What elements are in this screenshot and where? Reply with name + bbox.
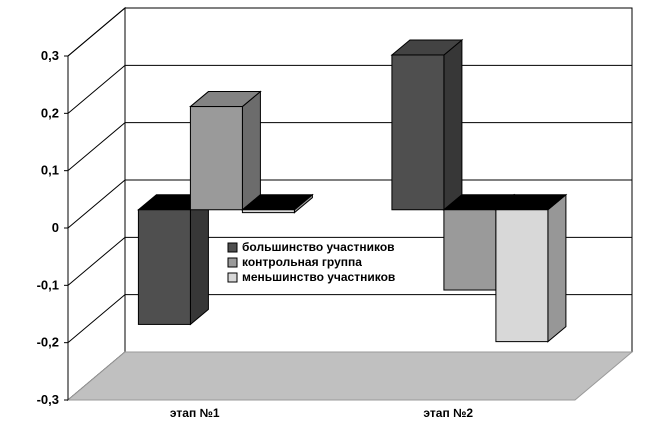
bar bbox=[137, 209, 191, 325]
floor bbox=[66, 351, 634, 401]
x-category-label: этап №1 bbox=[170, 406, 220, 420]
gridline-side bbox=[67, 7, 126, 57]
legend-swatch bbox=[227, 242, 238, 253]
gridline-side bbox=[67, 236, 126, 286]
y-tick-label: 0,2 bbox=[41, 105, 59, 120]
legend-label: контрольная группа bbox=[242, 255, 362, 269]
gridline-side bbox=[67, 122, 126, 172]
legend-label: меньшинство участников bbox=[242, 270, 395, 284]
y-tick-label: 0 bbox=[52, 220, 59, 235]
y-tick-label: -0,1 bbox=[37, 277, 59, 292]
gridline-side bbox=[67, 294, 126, 344]
gridline-side bbox=[67, 179, 126, 229]
x-axis-categories: этап №1 этап №2 bbox=[170, 406, 473, 420]
bar bbox=[189, 106, 243, 211]
bar-side bbox=[547, 193, 567, 343]
bar bbox=[495, 209, 549, 343]
y-tick-label: -0,3 bbox=[37, 392, 59, 407]
bar bbox=[241, 209, 295, 214]
legend-swatch bbox=[227, 272, 238, 283]
bar-side bbox=[189, 193, 209, 326]
bar bbox=[443, 209, 497, 291]
legend-swatch bbox=[227, 257, 238, 268]
y-tick-label: -0,2 bbox=[37, 335, 59, 350]
bar-side bbox=[443, 38, 463, 211]
y-tick-label: 0,3 bbox=[41, 48, 59, 63]
x-category-label: этап №2 bbox=[423, 406, 473, 420]
bar bbox=[391, 54, 445, 211]
gridline-side bbox=[67, 64, 126, 114]
y-axis-ticks: 0,3 0,2 0,1 0 -0,1 -0,2 -0,3 bbox=[37, 48, 68, 407]
bars bbox=[137, 38, 568, 343]
legend-label: большинство участников bbox=[242, 240, 395, 254]
y-tick-label: 0,1 bbox=[41, 163, 59, 178]
bar-side bbox=[241, 90, 261, 211]
